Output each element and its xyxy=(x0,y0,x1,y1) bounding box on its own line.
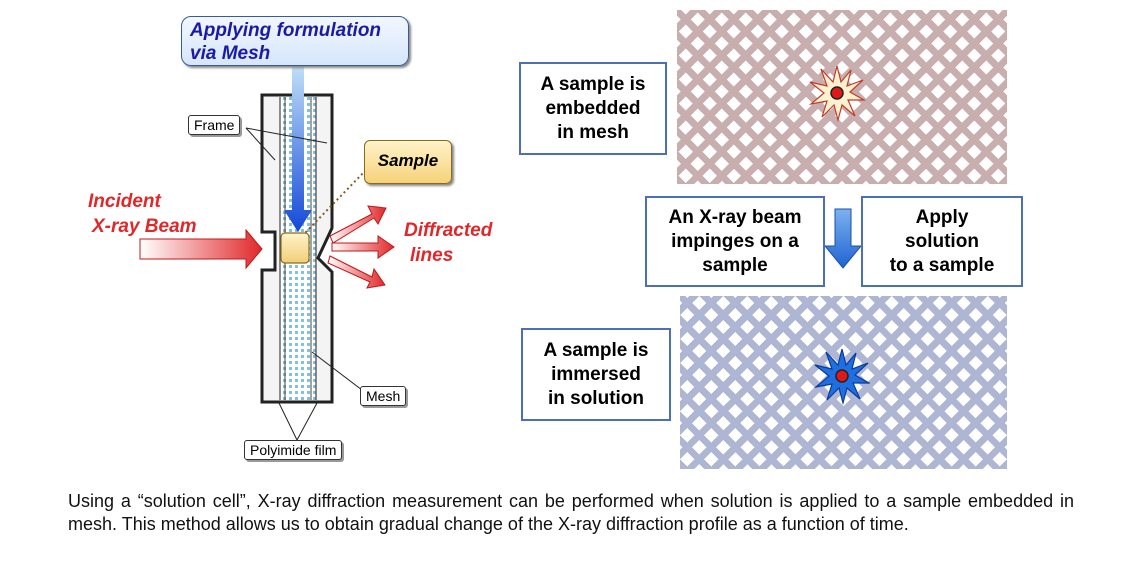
sample-star-wet xyxy=(814,348,870,405)
sample-block xyxy=(280,232,310,264)
step-apply-line2: solution xyxy=(905,230,979,252)
diffracted-arrow-mid xyxy=(331,235,395,259)
incident-beam-arrow xyxy=(139,228,263,270)
polyimide-film-label: Polyimide film xyxy=(244,440,343,460)
caption-text: Using a “solution cell”, X-ray diffracti… xyxy=(68,491,1074,534)
step-embedded-line1: A sample is xyxy=(540,73,646,95)
step-apply-box: Apply solution to a sample xyxy=(861,196,1023,287)
step-embedded-line2: embedded xyxy=(545,97,641,119)
formulation-label: Applying formulation via Mesh xyxy=(190,20,382,64)
frame-label: Frame xyxy=(188,115,241,135)
step-apply-line1: Apply xyxy=(915,206,969,228)
sample-star-dry xyxy=(808,65,866,122)
diffracted-label-line1: Diffracted xyxy=(404,220,493,241)
formulation-callout: Applying formulation via Mesh xyxy=(181,16,409,66)
step-immersed-line3: in solution xyxy=(547,387,645,409)
incident-label-line2: X-ray Beam xyxy=(92,216,197,237)
step-beam-box: An X-ray beam impinges on a sample xyxy=(645,196,825,287)
diffracted-lines-label: Diffracted lines xyxy=(404,218,492,268)
step-beam-line1: An X-ray beam xyxy=(668,206,802,228)
step-beam-line2: impinges on a xyxy=(671,230,799,252)
diffracted-arrow-down xyxy=(327,255,386,289)
incident-beam-label: Incident X-ray Beam xyxy=(88,189,197,239)
step-immersed-line2: immersed xyxy=(551,363,641,385)
process-down-arrow xyxy=(823,208,863,269)
step-embedded-box: A sample is embedded in mesh xyxy=(519,62,667,155)
step-immersed-box: A sample is immersed in solution xyxy=(521,328,671,421)
step-beam-line3: sample xyxy=(702,254,768,276)
diffracted-label-line2: lines xyxy=(410,245,454,266)
step-embedded-line3: in mesh xyxy=(557,121,629,143)
leader-lines xyxy=(245,127,363,441)
formulation-arrow xyxy=(284,66,312,232)
incident-label-line1: Incident xyxy=(88,191,161,212)
step-apply-line3: to a sample xyxy=(889,254,995,276)
diffracted-arrows xyxy=(327,205,395,289)
diffracted-arrow-up xyxy=(329,205,387,244)
mesh-label: Mesh xyxy=(360,386,407,406)
sample-callout: Sample xyxy=(364,140,452,184)
step-immersed-line1: A sample is xyxy=(543,339,649,361)
